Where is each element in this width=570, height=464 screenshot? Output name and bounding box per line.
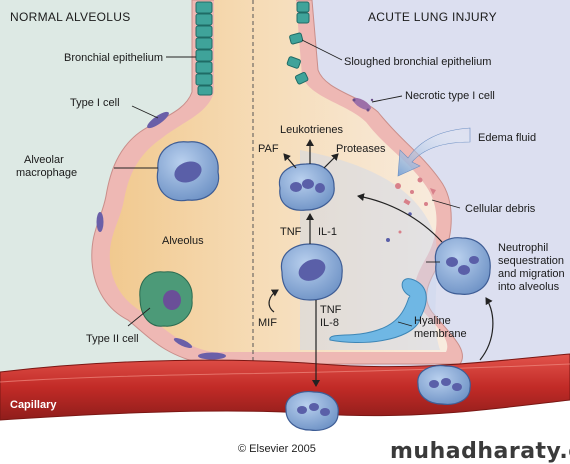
label-neutrophil-1: Neutrophil bbox=[498, 242, 548, 254]
sloughed-bronchial-epithelium bbox=[286, 1, 310, 85]
watermark: muhadharaty.com bbox=[390, 439, 570, 464]
label-type2-cell: Type II cell bbox=[86, 333, 139, 345]
label-tnf-top: TNF bbox=[280, 226, 302, 238]
label-membrane: membrane bbox=[414, 328, 467, 340]
capillary bbox=[0, 353, 570, 421]
label-necrotic-type1: Necrotic type I cell bbox=[405, 90, 495, 102]
necrotic-type1-cell bbox=[352, 97, 374, 112]
neutrophil-migrating bbox=[434, 237, 491, 295]
label-neutrophil-2: sequestration bbox=[498, 255, 564, 267]
label-leukotrienes: Leukotrienes bbox=[280, 124, 343, 136]
label-bronchial-epithelium: Bronchial epithelium bbox=[64, 52, 163, 64]
neutrophil-in-capillary bbox=[417, 365, 471, 405]
label-il8: IL-8 bbox=[320, 317, 339, 329]
macrophage-activated bbox=[280, 243, 343, 301]
label-neutrophil-4: into alveolus bbox=[498, 281, 560, 293]
mediator-arrows bbox=[268, 139, 494, 387]
label-macrophage: macrophage bbox=[16, 167, 77, 179]
left-panel-title: NORMAL ALVEOLUS bbox=[10, 10, 131, 24]
edema-fluid-arrow bbox=[397, 127, 471, 177]
type1-cell bbox=[147, 111, 169, 129]
label-sloughed-epithelium: Sloughed bronchial epithelium bbox=[344, 56, 491, 68]
type2-cell bbox=[139, 271, 193, 327]
label-proteases: Proteases bbox=[336, 143, 386, 155]
neutrophil-in-capillary bbox=[285, 391, 339, 431]
copyright-notice: © Elsevier 2005 bbox=[238, 443, 316, 455]
label-paf: PAF bbox=[258, 143, 279, 155]
label-tnf-bottom: TNF bbox=[320, 304, 342, 316]
cellular-debris bbox=[386, 177, 436, 242]
label-edema-fluid: Edema fluid bbox=[478, 132, 536, 144]
bronchial-epithelium bbox=[195, 1, 213, 96]
alveolus-space bbox=[109, 0, 448, 352]
label-type1-cell: Type I cell bbox=[70, 97, 120, 109]
neutrophil-cell bbox=[278, 163, 335, 211]
type1-cell-nucleus bbox=[96, 212, 104, 232]
label-cellular-debris: Cellular debris bbox=[465, 203, 536, 215]
right-panel-title: ACUTE LUNG INJURY bbox=[368, 10, 497, 24]
label-hyaline: Hyaline bbox=[414, 315, 451, 327]
label-mif: MIF bbox=[258, 317, 277, 329]
label-capillary: Capillary bbox=[10, 399, 57, 411]
label-il1: IL-1 bbox=[318, 226, 337, 238]
leader-lines bbox=[114, 39, 461, 327]
label-neutrophil-3: and migration bbox=[498, 268, 565, 280]
alveolar-macrophage bbox=[156, 141, 220, 202]
label-alveolus: Alveolus bbox=[162, 235, 204, 247]
label-alveolar: Alveolar bbox=[24, 154, 64, 166]
type1-cell-nucleus bbox=[198, 352, 226, 360]
hyaline-membrane bbox=[329, 295, 422, 344]
